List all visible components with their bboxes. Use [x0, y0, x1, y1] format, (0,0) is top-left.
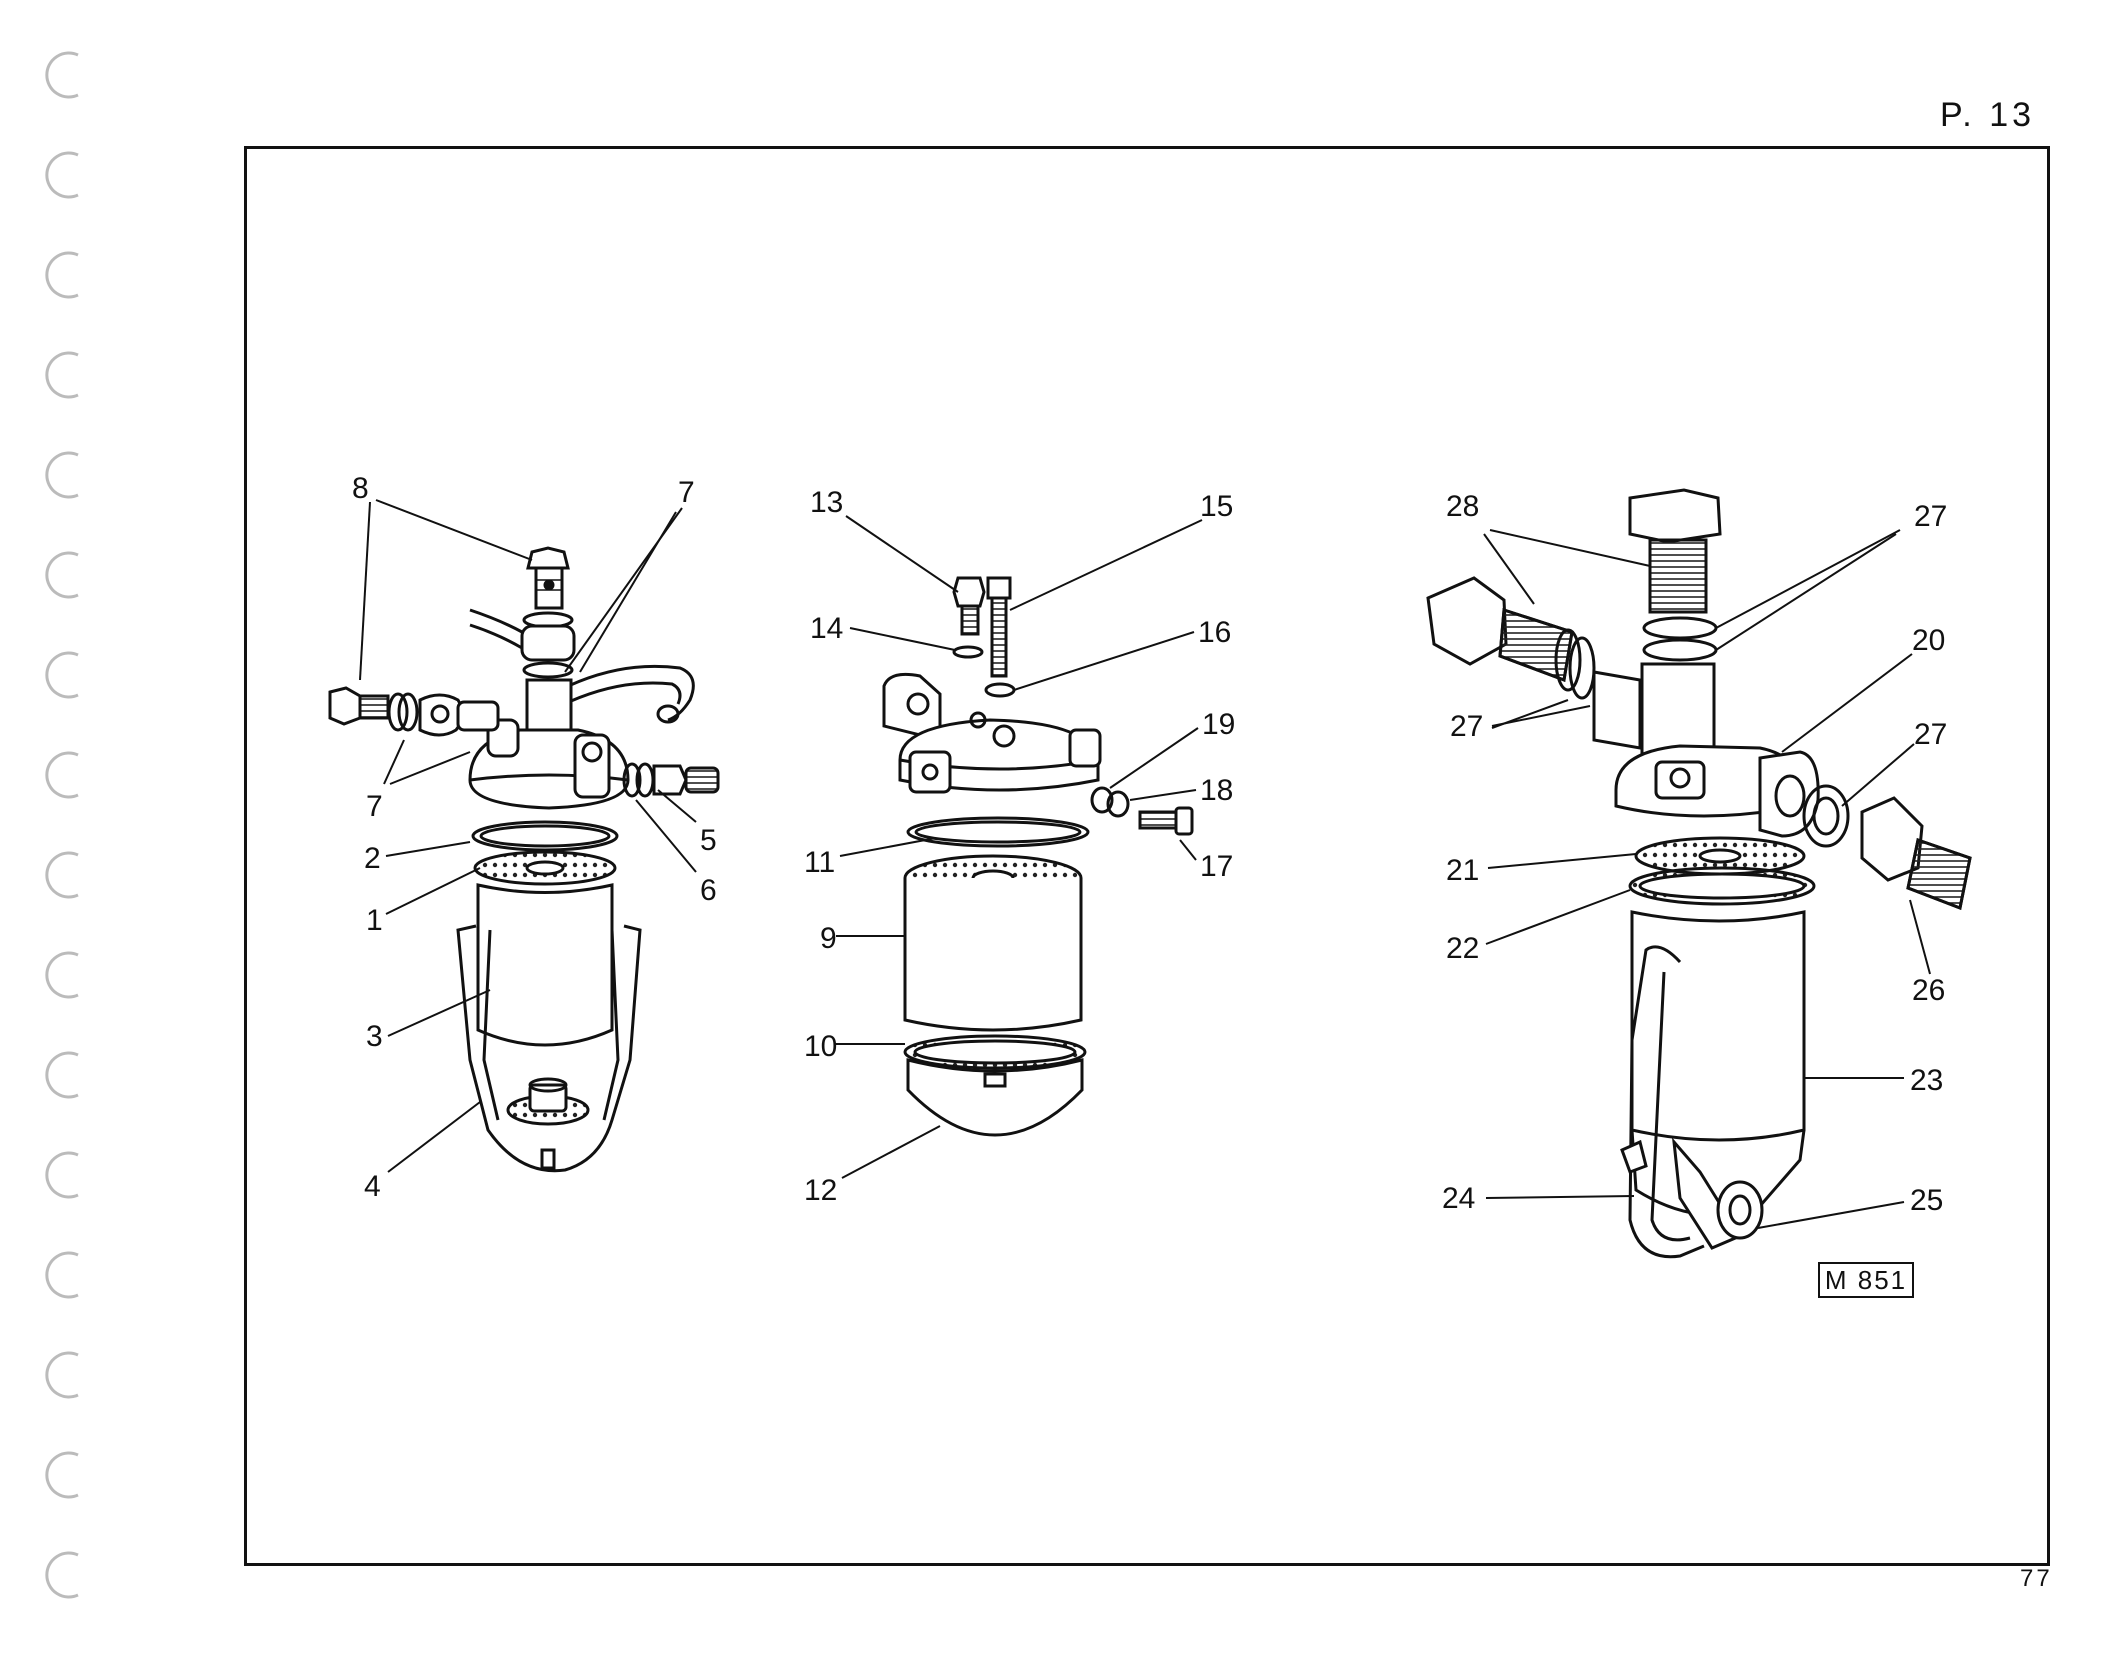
callout-19: 19: [1202, 708, 1235, 741]
callout-17: 17: [1200, 850, 1233, 883]
filter-head-right: [1614, 744, 1820, 838]
page-number: 77: [2020, 1565, 2053, 1592]
banjo-bolt-large-top: [1628, 488, 1722, 614]
binding-holes: [45, 51, 79, 1599]
binding-hole: [45, 851, 79, 899]
callout-23: 23: [1910, 1064, 1943, 1097]
sealing-ring: [1106, 790, 1130, 818]
callout-27: 27: [1450, 710, 1483, 743]
callout-2: 2: [364, 842, 381, 875]
binding-hole: [45, 951, 79, 999]
gasket: [906, 816, 1090, 848]
binding-hole: [45, 651, 79, 699]
callout-27: 27: [1914, 718, 1947, 751]
page-id: P. 13: [1940, 96, 2036, 134]
small-screw: [1138, 806, 1194, 836]
washer: [387, 692, 409, 732]
banjo-bolt-side: [328, 686, 500, 737]
head-neck: [525, 678, 573, 732]
filter-assembly-left: [328, 546, 720, 1173]
binding-hole: [45, 251, 79, 299]
washer: [1802, 784, 1850, 848]
callout-6: 6: [700, 874, 717, 907]
binding-hole: [45, 1151, 79, 1199]
banjo-bolt-top: [526, 546, 570, 610]
callout-12: 12: [804, 1174, 837, 1207]
gasket: [471, 820, 619, 852]
callout-26: 26: [1912, 974, 1945, 1007]
head-neck: [1640, 662, 1716, 758]
binding-hole: [45, 351, 79, 399]
callout-5: 5: [700, 824, 717, 857]
binding-hole: [45, 1551, 79, 1599]
callouts: 8 7 7 2 1 3 4 5 6 13 14 15 16 19 18 17 1…: [352, 472, 1947, 1217]
washer: [1554, 628, 1582, 692]
callout-9: 9: [820, 922, 837, 955]
washer: [1642, 638, 1718, 662]
washer: [1642, 616, 1718, 640]
callout-28: 28: [1446, 490, 1479, 523]
union-fitting: [1860, 796, 1972, 911]
callout-24: 24: [1442, 1182, 1475, 1215]
retaining-bail: [456, 924, 642, 1173]
washer: [1090, 786, 1114, 814]
callout-27: 27: [1914, 500, 1947, 533]
leader-lines: [359, 499, 1931, 1229]
long-bolt: [986, 576, 1012, 678]
washer: [952, 645, 984, 659]
callout-16: 16: [1198, 616, 1231, 649]
filter-bowl: [476, 883, 614, 1047]
binding-hole: [45, 51, 79, 99]
binding-hole: [45, 1051, 79, 1099]
callout-14: 14: [810, 612, 843, 645]
fuel-pipe: [559, 664, 695, 722]
pipe-fitting: [952, 576, 986, 636]
banjo-union: [1592, 670, 1642, 750]
filter-head-middle: [882, 672, 1102, 794]
binding-hole: [45, 151, 79, 199]
callout-18: 18: [1200, 774, 1233, 807]
drawing-frame: [244, 146, 2050, 1566]
banjo-union-top: [469, 608, 576, 662]
washer: [1568, 636, 1596, 700]
binding-hole: [45, 1451, 79, 1499]
binding-hole: [45, 1351, 79, 1399]
callout-3: 3: [366, 1020, 383, 1053]
union-right: [622, 762, 720, 798]
filter-assembly-middle: [882, 576, 1194, 1137]
banjo-bolt-large-side: [1426, 576, 1574, 683]
callout-7: 7: [366, 790, 383, 823]
binding-hole: [45, 551, 79, 599]
callout-1: 1: [366, 904, 383, 937]
callout-7: 7: [678, 476, 695, 509]
retaining-bail: [1628, 945, 1705, 1259]
callout-11: 11: [804, 846, 835, 879]
callout-15: 15: [1200, 490, 1233, 523]
callout-21: 21: [1446, 854, 1479, 887]
binding-hole: [45, 1251, 79, 1299]
washer: [397, 692, 419, 732]
filter-assembly-right: [1426, 488, 1972, 1259]
callout-13: 13: [810, 486, 843, 519]
washer: [984, 682, 1016, 698]
drain-plug: [1620, 1137, 1764, 1250]
callout-20: 20: [1912, 624, 1945, 657]
filter-element: [903, 878, 1083, 1032]
binding-hole: [45, 451, 79, 499]
callout-25: 25: [1910, 1184, 1943, 1217]
filter-bowl: [906, 1058, 1084, 1137]
callout-22: 22: [1446, 932, 1479, 965]
drawing-reference: M 851: [1818, 1262, 1914, 1298]
callout-10: 10: [804, 1030, 837, 1063]
washer: [522, 661, 574, 679]
filter-head-left: [468, 718, 630, 810]
fuel-pipe: [559, 681, 682, 708]
callout-8: 8: [352, 472, 369, 505]
callout-4: 4: [364, 1170, 381, 1203]
binding-hole: [45, 751, 79, 799]
